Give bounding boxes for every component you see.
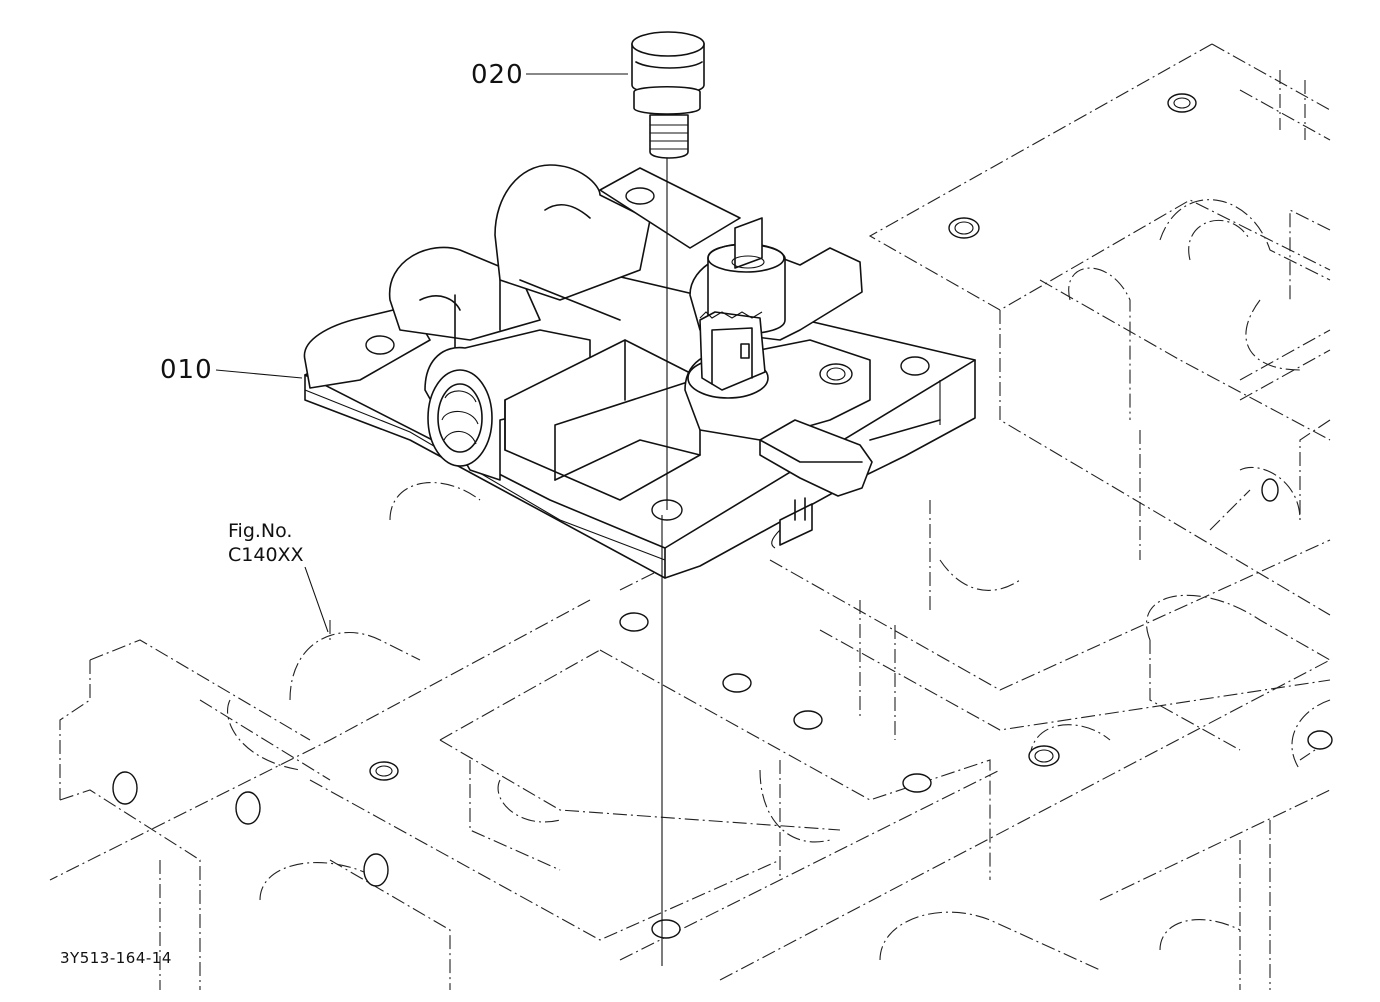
callout-label-020: 020 [471, 60, 524, 90]
plug-part-020 [631, 31, 705, 159]
drawing-code: 3Y513-164-14 [60, 949, 172, 967]
figure-reference-line1: Fig.No. [228, 520, 293, 542]
figure-reference-line2: C140XX [228, 544, 304, 566]
case-bolt-holes [112, 93, 1333, 939]
assembly-axis-line [661, 158, 668, 966]
leader-010 [215, 369, 303, 379]
control-valve-assembly [303, 164, 976, 579]
callout-label-010: 010 [160, 355, 213, 385]
solenoid-connector [687, 311, 769, 399]
figure-reference: Fig.No. C140XX [228, 519, 304, 567]
leader-lines [215, 73, 628, 633]
leader-fig-ref [304, 566, 329, 633]
